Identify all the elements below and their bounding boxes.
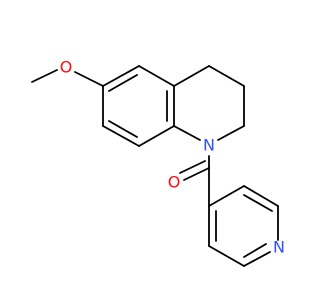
bond-n1-c8a	[173, 125, 201, 141]
molecule-structure: O N O N	[31, 58, 285, 267]
bond-o-aromatic	[74, 71, 104, 87]
bond-c4-c3	[208, 65, 245, 87]
bond-py-c3-c2	[243, 185, 279, 207]
bond-c2-n1	[217, 125, 245, 141]
bond-carbonyl-o-1	[183, 167, 210, 181]
bond-c6-c5-inner	[108, 74, 138, 92]
bond-c5-c4a	[138, 65, 175, 87]
bond-methyl-o	[31, 69, 58, 83]
atom-label-n-ring: N	[203, 136, 215, 155]
bond-py-c6-c5	[208, 245, 245, 267]
bond-py-n-c6-inner	[243, 243, 267, 258]
bond-c8-c7-inner	[108, 120, 138, 138]
bond-c4a-c4	[173, 65, 210, 87]
bond-c8-c7	[102, 125, 140, 147]
atom-label-o-carbonyl: O	[168, 173, 181, 192]
bond-c8a-c8	[138, 125, 175, 147]
bond-py-n-c6	[243, 251, 271, 267]
bond-py-c3-c2-inner	[243, 194, 273, 212]
atom-label-n-pyridine: N	[273, 238, 285, 257]
bond-carbonyl-o-2	[179, 160, 206, 174]
bond-c6-c5	[102, 65, 140, 87]
atom-label-o-methoxy: O	[60, 58, 73, 77]
bond-py-c4-c3	[208, 185, 245, 207]
